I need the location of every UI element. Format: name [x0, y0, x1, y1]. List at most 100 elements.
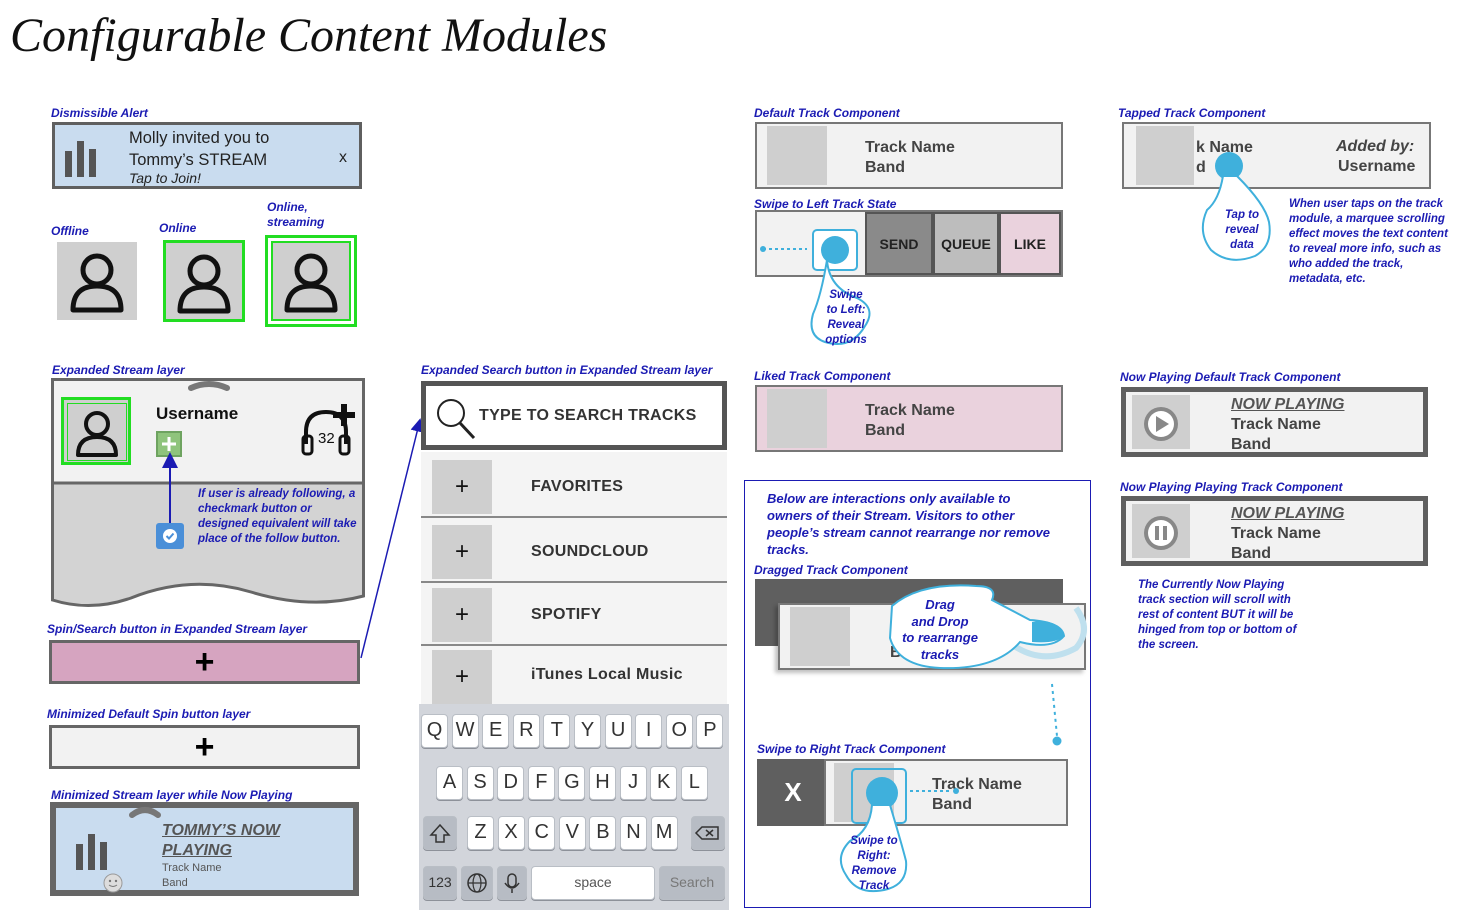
- caption-np-default: Now Playing Default Track Component: [1120, 370, 1341, 384]
- add-button[interactable]: +: [432, 525, 492, 579]
- key-q[interactable]: Q: [421, 714, 448, 748]
- track-band: Band: [865, 159, 905, 176]
- numbers-key[interactable]: 123: [423, 866, 457, 900]
- source-row-spotify[interactable]: + SPOTIFY: [421, 584, 727, 646]
- like-label: LIKE: [1014, 236, 1046, 252]
- avatar-offline: [57, 242, 137, 320]
- now-playing-note: The Currently Now Playing track section …: [1138, 579, 1297, 651]
- key-d[interactable]: D: [497, 766, 525, 800]
- track-name: Track Name: [865, 139, 955, 156]
- key-w[interactable]: W: [451, 714, 479, 748]
- minimized-spin-button[interactable]: +: [49, 725, 360, 769]
- key-z[interactable]: Z: [467, 816, 494, 850]
- caption-minimized-stream: Minimized Stream layer while Now Playing: [51, 788, 293, 802]
- now-playing-label: NOW PLAYING: [1231, 396, 1345, 413]
- caption-swipe-left: Swipe to Left Track State: [754, 197, 897, 211]
- add-button[interactable]: +: [432, 588, 492, 642]
- np-playing-track[interactable]: NOW PLAYING Track Name Band: [1121, 496, 1428, 566]
- key-h[interactable]: H: [589, 766, 616, 800]
- track-band: Band: [1231, 545, 1271, 562]
- add-button[interactable]: +: [432, 460, 492, 514]
- caption-minimized-spin: Minimized Default Spin button layer: [47, 707, 251, 721]
- track-band: Band: [1231, 436, 1271, 453]
- backspace-key[interactable]: [691, 816, 725, 850]
- pause-icon[interactable]: [1140, 512, 1182, 554]
- following-checkmark-button[interactable]: [156, 523, 184, 549]
- user-icon: [177, 254, 231, 314]
- key-m[interactable]: M: [650, 816, 678, 850]
- shift-icon: [429, 823, 451, 843]
- key-p[interactable]: P: [696, 714, 724, 748]
- queue-button[interactable]: QUEUE: [933, 212, 999, 275]
- source-label: SPOTIFY: [531, 606, 602, 623]
- source-row-soundcloud[interactable]: + SOUNDCLOUD: [421, 521, 727, 583]
- key-y[interactable]: Y: [574, 714, 601, 748]
- album-art: [767, 389, 827, 448]
- checkmark-icon: [163, 529, 177, 543]
- key-i[interactable]: I: [635, 714, 663, 748]
- follow-arrow: [162, 452, 178, 526]
- microphone-key[interactable]: [497, 866, 527, 900]
- caption-offline: Offline: [51, 224, 89, 238]
- smiley-icon: [103, 873, 123, 893]
- user-icon: [284, 253, 338, 313]
- key-n[interactable]: N: [620, 816, 647, 850]
- swipe-left-track[interactable]: SEND QUEUE LIKE: [755, 210, 1063, 277]
- globe-key[interactable]: [461, 866, 493, 900]
- liked-track[interactable]: Track Name Band: [755, 385, 1063, 452]
- tapped-track[interactable]: k Name d Added by: Username: [1122, 122, 1431, 189]
- key-t[interactable]: T: [543, 714, 571, 748]
- search-input[interactable]: TYPE TO SEARCH TRACKS: [479, 407, 697, 424]
- play-icon[interactable]: [1140, 403, 1182, 445]
- key-u[interactable]: U: [604, 714, 632, 748]
- add-button[interactable]: +: [432, 650, 492, 704]
- headphones-icon[interactable]: [300, 402, 356, 467]
- queue-label: QUEUE: [941, 236, 991, 252]
- caption-default-track: Default Track Component: [754, 106, 900, 120]
- search-key[interactable]: Search: [659, 866, 725, 900]
- spin-search-button[interactable]: +: [49, 640, 360, 684]
- drag-path-dots: [1051, 683, 1062, 746]
- key-b[interactable]: B: [589, 816, 617, 850]
- key-s[interactable]: S: [466, 766, 494, 800]
- minimized-now-playing-1: TOMMY’S NOW: [162, 822, 280, 839]
- like-button[interactable]: LIKE: [999, 212, 1061, 275]
- key-c[interactable]: C: [528, 816, 556, 850]
- source-label: FAVORITES: [531, 478, 624, 495]
- connector-arrow: [360, 418, 424, 659]
- key-f[interactable]: F: [527, 766, 555, 800]
- key-o[interactable]: O: [665, 714, 693, 748]
- key-v[interactable]: V: [558, 816, 586, 850]
- caption-spin-search: Spin/Search button in Expanded Stream la…: [47, 622, 308, 636]
- key-e[interactable]: E: [482, 714, 510, 748]
- alert-line-3: Tap to Join!: [129, 170, 201, 186]
- source-row-favorites[interactable]: + FAVORITES: [421, 456, 727, 518]
- send-button[interactable]: SEND: [865, 212, 933, 275]
- drag-handle-icon: [129, 807, 161, 818]
- key-l[interactable]: L: [680, 766, 708, 800]
- key-r[interactable]: R: [512, 714, 540, 748]
- key-g[interactable]: G: [558, 766, 586, 800]
- minimized-track-name: Track Name: [162, 862, 222, 874]
- album-art: [1136, 126, 1194, 185]
- avatar-online: [163, 240, 245, 322]
- source-row-itunes[interactable]: + iTunes Local Music: [421, 646, 727, 704]
- key-k[interactable]: K: [650, 766, 678, 800]
- shift-key[interactable]: [423, 816, 457, 850]
- key-x[interactable]: X: [497, 816, 525, 850]
- default-track[interactable]: Track Name Band: [755, 122, 1063, 189]
- minimized-stream-layer[interactable]: TOMMY’S NOW PLAYING Track Name Band: [50, 802, 359, 896]
- alert-line-2: Tommy’s STREAM: [129, 151, 268, 169]
- swipe-left-hand-icon: [760, 229, 871, 345]
- key-a[interactable]: A: [436, 766, 463, 800]
- space-key[interactable]: space: [531, 866, 655, 900]
- swipe-right-track[interactable]: Track Name Band: [824, 759, 1068, 826]
- search-bar[interactable]: TYPE TO SEARCH TRACKS: [421, 381, 727, 450]
- remove-button[interactable]: X: [757, 759, 829, 826]
- dismissible-alert[interactable]: Molly invited you to Tommy’s STREAM Tap …: [52, 122, 362, 189]
- np-default-track[interactable]: NOW PLAYING Track Name Band: [1121, 387, 1428, 457]
- key-j[interactable]: J: [619, 766, 647, 800]
- owners-note: Below are interactions only available to…: [767, 491, 1050, 557]
- caption-online: Online: [159, 221, 197, 235]
- alert-close-button[interactable]: x: [339, 149, 347, 166]
